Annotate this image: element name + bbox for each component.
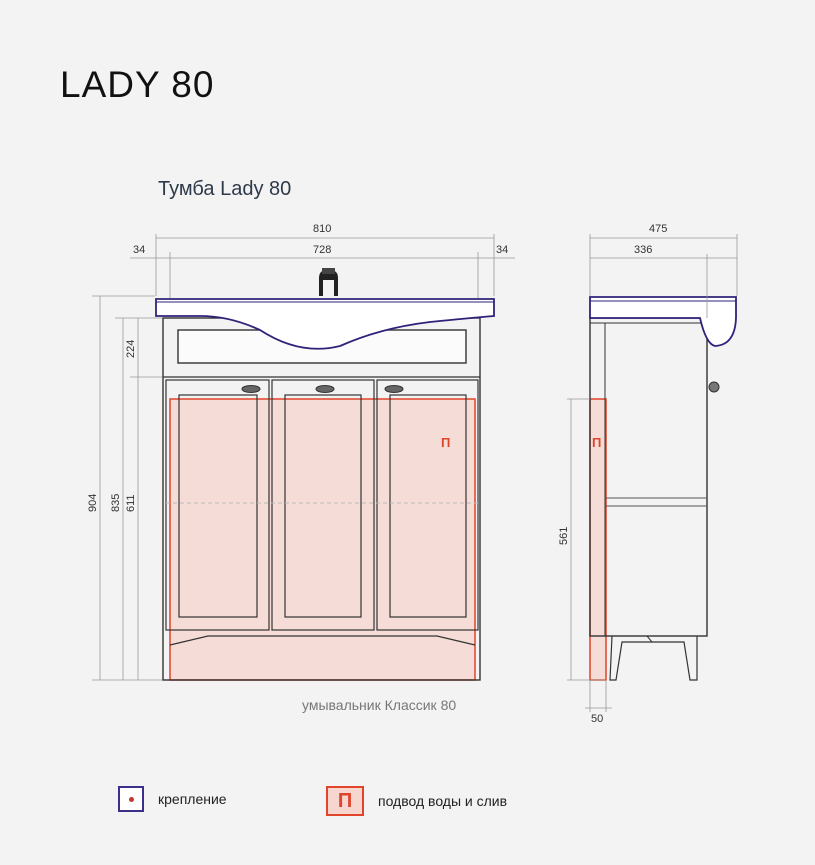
handle-icon: [315, 385, 335, 393]
mounting-point-icon: [118, 786, 144, 812]
door-left: [165, 379, 270, 631]
dim-inner-width: 728: [313, 244, 331, 256]
dim-depth-cabinet: 336: [634, 244, 652, 256]
water-supply-icon: П: [326, 786, 364, 816]
handle-icon: [384, 385, 404, 393]
faucet-icon: [319, 270, 338, 296]
dim-cabinet-height: 835: [110, 494, 122, 512]
legend-water-supply: П подвод воды и слив: [326, 786, 507, 816]
washbasin: [155, 298, 495, 350]
handle-icon: [241, 385, 261, 393]
knob-icon: [708, 381, 720, 393]
page-title: LADY 80: [60, 64, 215, 105]
side-view: [589, 296, 737, 681]
front-water-zone-marker: П: [441, 435, 450, 450]
dim-total-width: 810: [313, 223, 331, 235]
dim-depth-total: 475: [649, 223, 667, 235]
dim-door-height: 611: [125, 494, 137, 512]
dim-total-height: 904: [87, 494, 99, 512]
legend-mounting-label: крепление: [158, 791, 227, 807]
dim-left-offset: 34: [133, 244, 145, 256]
front-water-zone: [169, 398, 476, 681]
legend-mounting: крепление: [118, 786, 227, 812]
door-right: [376, 379, 479, 631]
door-center: [271, 379, 375, 631]
side-cabinet-body: [589, 317, 708, 637]
dim-zone-height: 561: [558, 527, 570, 545]
dim-right-offset: 34: [496, 244, 508, 256]
diagram-subtitle: Тумба Lady 80: [158, 178, 292, 200]
dim-drawer-height: 224: [125, 340, 137, 358]
side-water-zone-marker: П: [592, 435, 601, 450]
basin-label: умывальник Классик 80: [302, 697, 457, 713]
legend-water-supply-label: подвод воды и слив: [378, 793, 508, 809]
side-washbasin: [589, 296, 737, 347]
dim-zone-width: 50: [591, 713, 603, 725]
front-view: [155, 268, 495, 681]
